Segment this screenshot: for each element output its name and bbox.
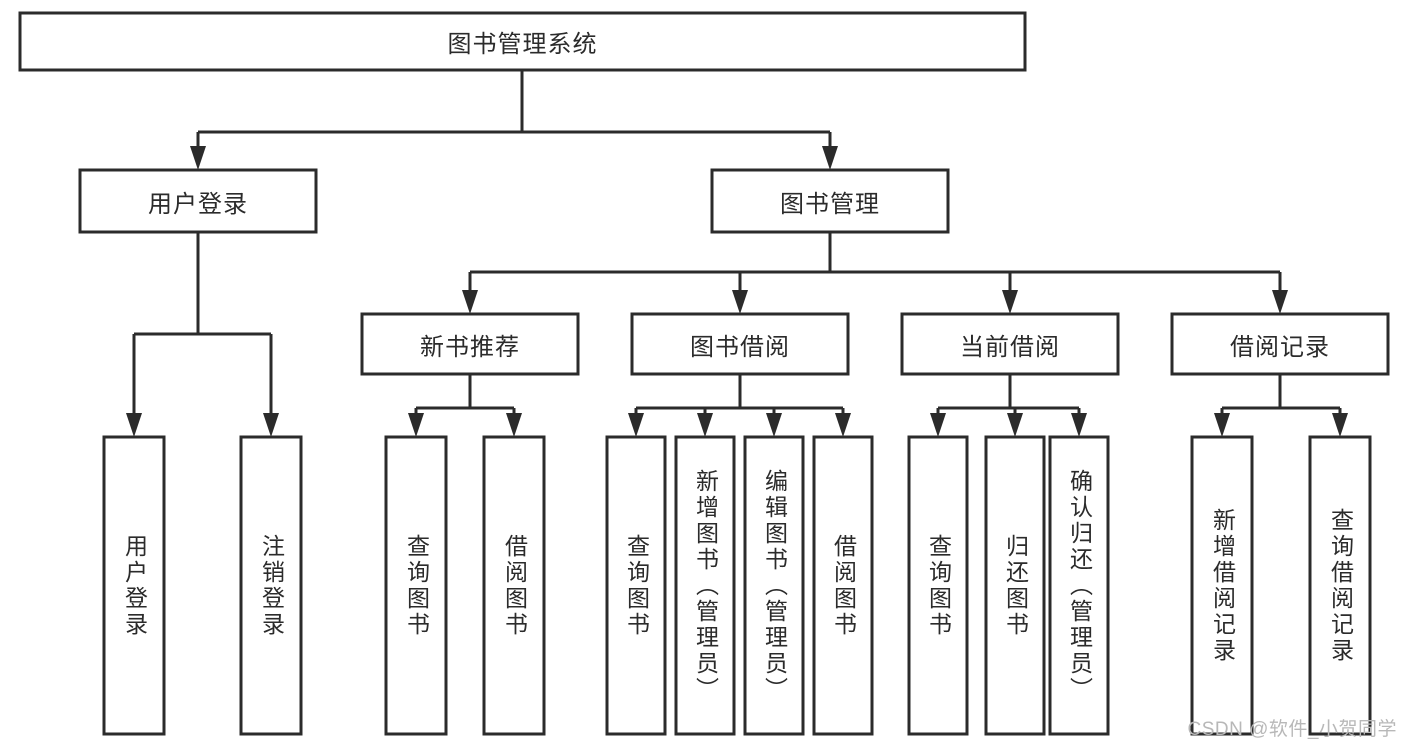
node-root[interactable]	[18, 11, 1027, 72]
arrow-head-icon	[1002, 290, 1018, 314]
arrow-head-icon	[1272, 290, 1288, 314]
arrow-head-icon	[506, 413, 522, 437]
node-current-borrow[interactable]	[900, 312, 1120, 376]
arrow-head-icon	[462, 290, 478, 314]
node-leaf-confirm-return[interactable]	[1048, 435, 1110, 736]
node-leaf-query-book-borrow[interactable]	[605, 435, 667, 736]
node-borrow-record[interactable]	[1170, 312, 1390, 376]
arrow-head-icon	[732, 290, 748, 314]
node-new-book-rec[interactable]	[360, 312, 580, 376]
node-leaf-return-book[interactable]	[984, 435, 1046, 736]
arrow-head-icon	[1214, 413, 1230, 437]
node-leaf-add-book[interactable]	[674, 435, 736, 736]
node-leaf-add-record[interactable]	[1190, 435, 1254, 736]
arrow-head-icon	[126, 413, 142, 437]
arrow-head-icon	[822, 146, 838, 170]
node-book-borrow[interactable]	[630, 312, 850, 376]
arrow-head-icon	[408, 413, 424, 437]
node-leaf-query-book-cur[interactable]	[907, 435, 969, 736]
boxes-layer	[18, 11, 1390, 736]
arrow-head-icon	[1007, 413, 1023, 437]
node-leaf-user-logout[interactable]	[239, 435, 303, 736]
node-book-manage[interactable]	[710, 168, 950, 234]
node-leaf-borrow-book[interactable]	[812, 435, 874, 736]
arrow-head-icon	[190, 146, 206, 170]
connectors-layer	[126, 70, 1348, 437]
arrow-head-icon	[263, 413, 279, 437]
node-leaf-query-record[interactable]	[1308, 435, 1372, 736]
node-user-login[interactable]	[78, 168, 318, 234]
node-leaf-borrow-book-rec[interactable]	[482, 435, 546, 736]
arrow-head-icon	[835, 413, 851, 437]
arrow-head-icon	[697, 413, 713, 437]
arrow-head-icon	[930, 413, 946, 437]
node-leaf-edit-book[interactable]	[743, 435, 805, 736]
node-leaf-query-book-rec[interactable]	[384, 435, 448, 736]
node-leaf-user-login[interactable]	[102, 435, 166, 736]
arrow-head-icon	[1332, 413, 1348, 437]
arrow-head-icon	[766, 413, 782, 437]
arrow-head-icon	[628, 413, 644, 437]
arrow-head-icon	[1071, 413, 1087, 437]
